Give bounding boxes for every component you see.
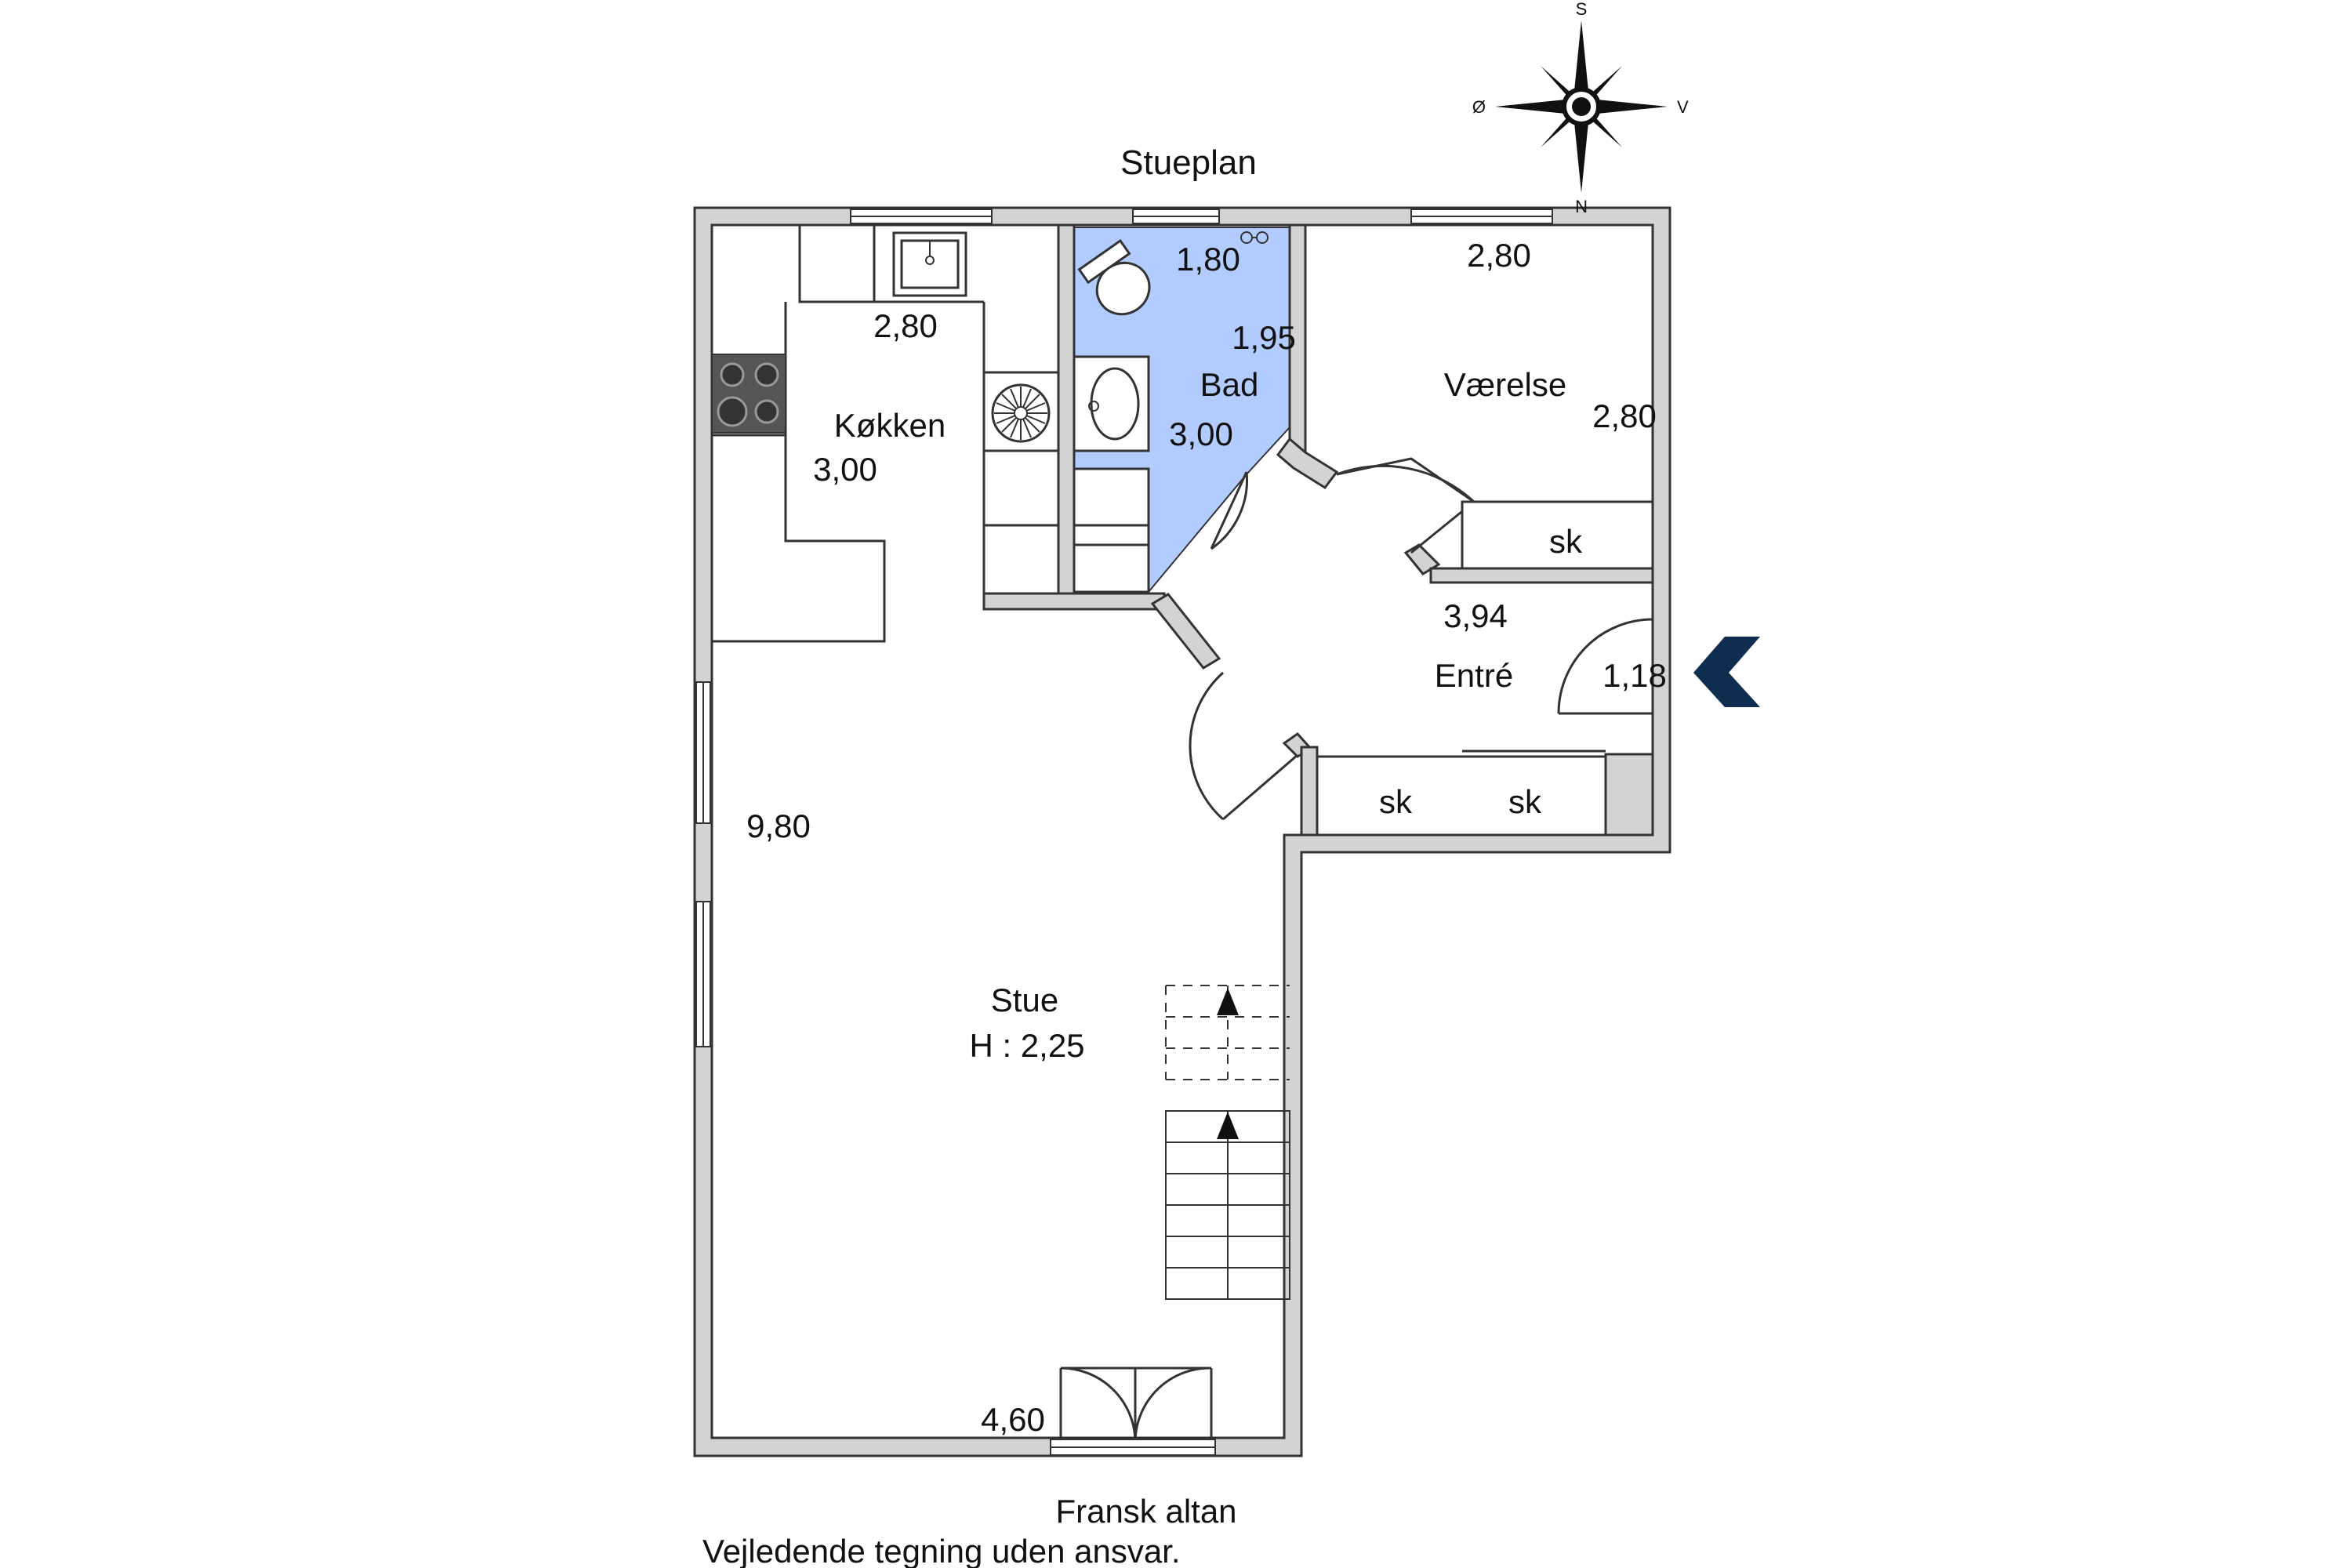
stove-icon [711, 354, 786, 434]
closet-bedroom: sk [1549, 523, 1583, 560]
doors [1059, 457, 1653, 1440]
living-name: Stue [991, 982, 1058, 1018]
living-width: 4,60 [981, 1401, 1045, 1438]
bath-width: 1,80 [1176, 241, 1240, 278]
compass-east: Ø [1472, 97, 1486, 117]
windows [695, 209, 1553, 1456]
compass-west: V [1677, 97, 1689, 117]
toilet-icon [1077, 238, 1151, 316]
staircase [1165, 985, 1290, 1300]
closets [1316, 500, 1654, 837]
entry-door-width: 1,18 [1602, 657, 1667, 694]
bath-name: Bad [1200, 366, 1259, 403]
plan-title: Stueplan [1120, 143, 1257, 182]
entry-width: 3,94 [1443, 597, 1508, 634]
bath-length: 3,00 [1169, 416, 1233, 452]
kitchen-counters [712, 225, 1058, 643]
bath-depth: 1,95 [1232, 319, 1296, 356]
balcony-label: Fransk altan [1055, 1493, 1236, 1530]
faucet-icon [1240, 231, 1269, 244]
entry-arrow-icon [1693, 637, 1760, 707]
sink-icon [892, 231, 967, 297]
fan-icon [991, 383, 1051, 443]
washbasin-icon [1073, 355, 1150, 452]
closet-entry-left: sk [1379, 783, 1413, 820]
corner-block [1604, 753, 1654, 837]
compass-north: N [1575, 197, 1588, 216]
bedroom-width: 2,80 [1467, 237, 1531, 274]
outer-walls [693, 206, 1671, 1457]
stair-arrow-icon [1217, 1112, 1239, 1139]
living-height: H : 2,25 [969, 1027, 1084, 1064]
entry-name: Entré [1435, 657, 1513, 694]
stair-arrow-icon [1217, 988, 1239, 1015]
kitchen-name: Køkken [834, 407, 946, 444]
living-length: 9,80 [746, 808, 811, 844]
bedroom-length: 2,80 [1592, 397, 1657, 434]
interior-walls [982, 223, 1654, 837]
closet-entry-right: sk [1508, 783, 1542, 820]
labels: Stueplan 2,80 Køkken 3,00 1,80 1,95 Bad … [702, 143, 1667, 1568]
disclaimer: Vejledende tegning uden ansvar. [702, 1533, 1181, 1568]
compass-rose-icon: S N Ø V [1472, 0, 1689, 216]
bath-cabinet [1073, 467, 1150, 593]
bedroom-name: Værelse [1444, 366, 1566, 403]
kitchen-width: 2,80 [873, 307, 938, 344]
compass-south: S [1576, 0, 1588, 19]
kitchen-length: 3,00 [813, 451, 877, 488]
